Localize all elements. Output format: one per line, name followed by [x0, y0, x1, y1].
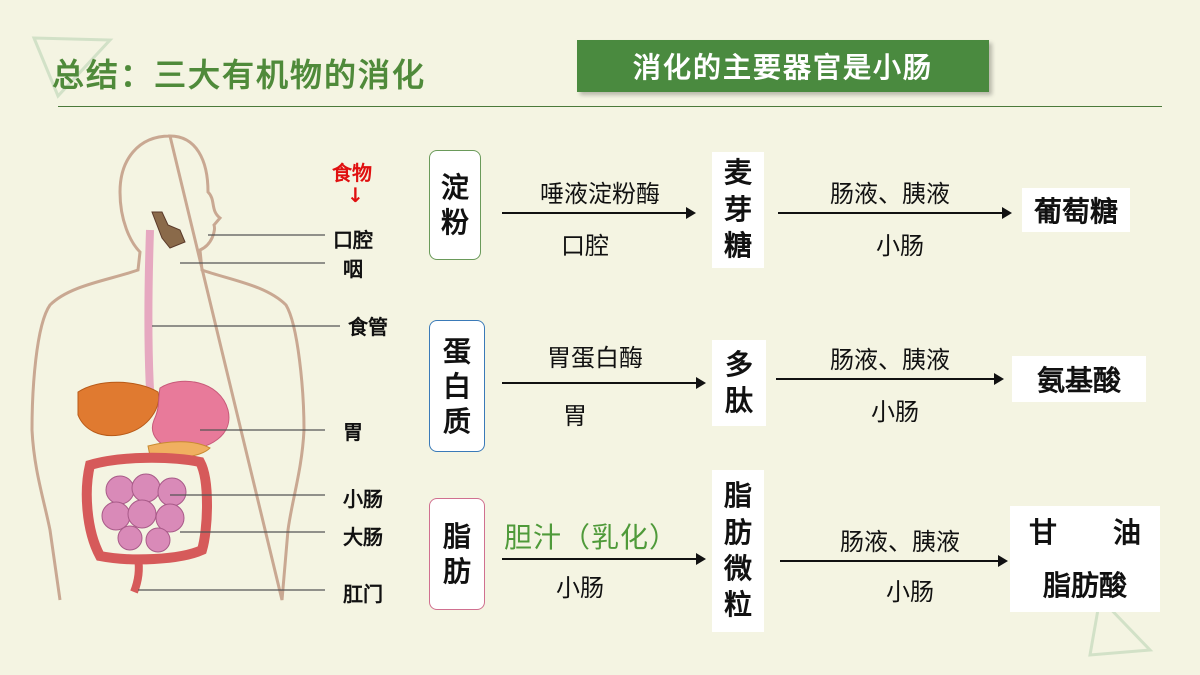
- digestive-system-illustration: [30, 134, 340, 601]
- intermediate-char: 芽: [723, 192, 752, 226]
- leader-lines: [138, 234, 340, 591]
- arrow-protein-step2: [776, 373, 1004, 385]
- intermediate-char: 肽: [724, 384, 753, 417]
- bile-emulsification-label: 胆汁（乳化）: [504, 521, 679, 554]
- product-glucose: 葡萄糖: [1022, 188, 1130, 232]
- title-divider: [58, 106, 1162, 107]
- nutrient-char: 淀: [440, 171, 469, 204]
- organ-label-esophagus: 食管: [348, 315, 388, 339]
- organ-label-anus: 肛门: [343, 582, 383, 606]
- food-arrow: ↓: [347, 183, 364, 207]
- product-glycerol-fatty-acid: 甘 油 脂肪酸: [1010, 506, 1160, 612]
- organ-label-mouth: 口腔: [333, 228, 373, 252]
- place-label-fat-step1: 小肠: [556, 574, 604, 602]
- organ-label-stomach: 胃: [343, 420, 363, 444]
- organ-label-pharynx: 咽: [343, 257, 363, 281]
- place-label-protein-step1: 胃: [563, 402, 587, 430]
- product-glycerol: 甘 油: [1028, 515, 1141, 549]
- nutrient-char: 肪: [442, 555, 471, 588]
- nutrient-char: 白: [442, 369, 471, 403]
- small-intestine-shape: [101, 473, 187, 553]
- stomach-shape: [152, 380, 230, 451]
- intermediate-char: 麦: [723, 156, 752, 190]
- intermediate-char: 微: [723, 552, 752, 585]
- place-label-starch-step1: 口腔: [561, 232, 609, 260]
- food-label: 食物: [332, 161, 372, 185]
- enzyme-label-maltose: 肠液、胰液: [830, 180, 950, 208]
- arrow-starch-step2: [778, 207, 1012, 219]
- organ-label-large-intestine: 大肠: [343, 525, 383, 549]
- organ-label-small-intestine: 小肠: [343, 487, 383, 511]
- intermediate-char: 粒: [723, 588, 752, 622]
- enzyme-label-fat-particles: 肠液、胰液: [840, 528, 960, 556]
- page-title: 总结：三大有机物的消化: [52, 56, 427, 94]
- nutrient-char: 粉: [440, 206, 469, 239]
- intermediate-char: 肪: [723, 515, 752, 549]
- large-intestine-shape: [81, 452, 212, 565]
- nutrient-box-protein: 蛋 白 质: [429, 320, 485, 452]
- nutrient-box-starch: 淀 粉: [429, 150, 481, 260]
- enzyme-label-polypeptide: 肠液、胰液: [830, 346, 950, 374]
- nutrient-char: 蛋: [442, 334, 471, 368]
- intermediate-box-maltose: 麦 芽 糖: [712, 152, 764, 268]
- arrow-starch-step1: [502, 207, 696, 219]
- nutrient-char: 脂: [442, 520, 471, 553]
- enzyme-label-starch: 唾液淀粉酶: [540, 180, 660, 208]
- intermediate-box-polypeptide: 多 肽: [712, 340, 766, 426]
- arrow-fat-step1: [502, 553, 706, 565]
- main-organ-banner: 消化的主要器官是小肠: [577, 40, 989, 92]
- arrow-protein-step1: [502, 377, 706, 389]
- enzyme-label-protein: 胃蛋白酶: [547, 344, 643, 372]
- body-outline: [30, 134, 306, 601]
- intermediate-box-fat-particles: 脂 肪 微 粒: [712, 470, 764, 632]
- place-label-fat-step2: 小肠: [886, 578, 934, 606]
- intermediate-char: 多: [724, 347, 753, 381]
- product-amino-acid: 氨基酸: [1012, 356, 1146, 402]
- intermediate-char: 脂: [723, 479, 752, 513]
- place-label-starch-step2: 小肠: [876, 232, 924, 260]
- esophagus-shape: [144, 229, 154, 391]
- liver-shape: [77, 381, 160, 437]
- intermediate-char: 糖: [723, 229, 752, 263]
- place-label-protein-step2: 小肠: [871, 398, 919, 426]
- nutrient-char: 质: [442, 404, 471, 438]
- product-fatty-acid: 脂肪酸: [1042, 569, 1127, 602]
- nutrient-box-fat: 脂 肪: [429, 498, 485, 610]
- arrow-fat-step2: [780, 555, 1008, 567]
